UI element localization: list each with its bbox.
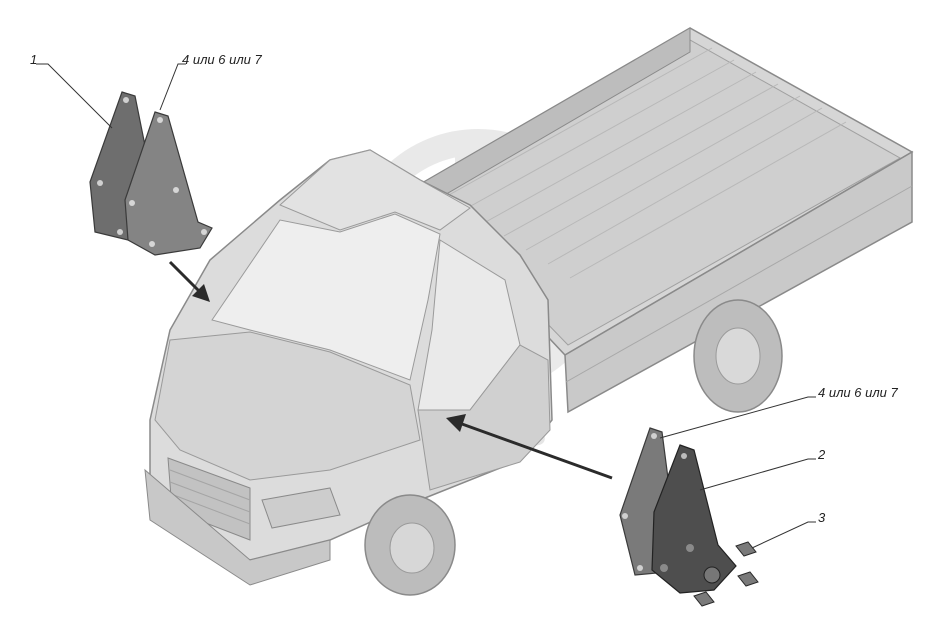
truck-cab [144,149,553,586]
bracket-part-4-6-7-top [124,111,213,256]
callout-label-2: 2 [818,447,826,462]
callout-label-4-right: 4 или 6 или 7 [818,385,898,400]
rear-wheel [693,299,783,413]
leader-lines-top [36,63,186,129]
arrow-top-to-cab [168,260,210,302]
callout-label-4-top: 4 или 6 или 7 [182,52,262,67]
bracket-part-2 [651,444,737,594]
bolts-part-3 [693,541,759,607]
arrow-right-to-cab [446,414,613,480]
truck-bed [408,27,914,414]
front-wheel [364,494,456,596]
callout-label-1: 1 [30,52,38,67]
callout-label-3: 3 [818,510,826,525]
leader-lines-right [659,396,816,549]
